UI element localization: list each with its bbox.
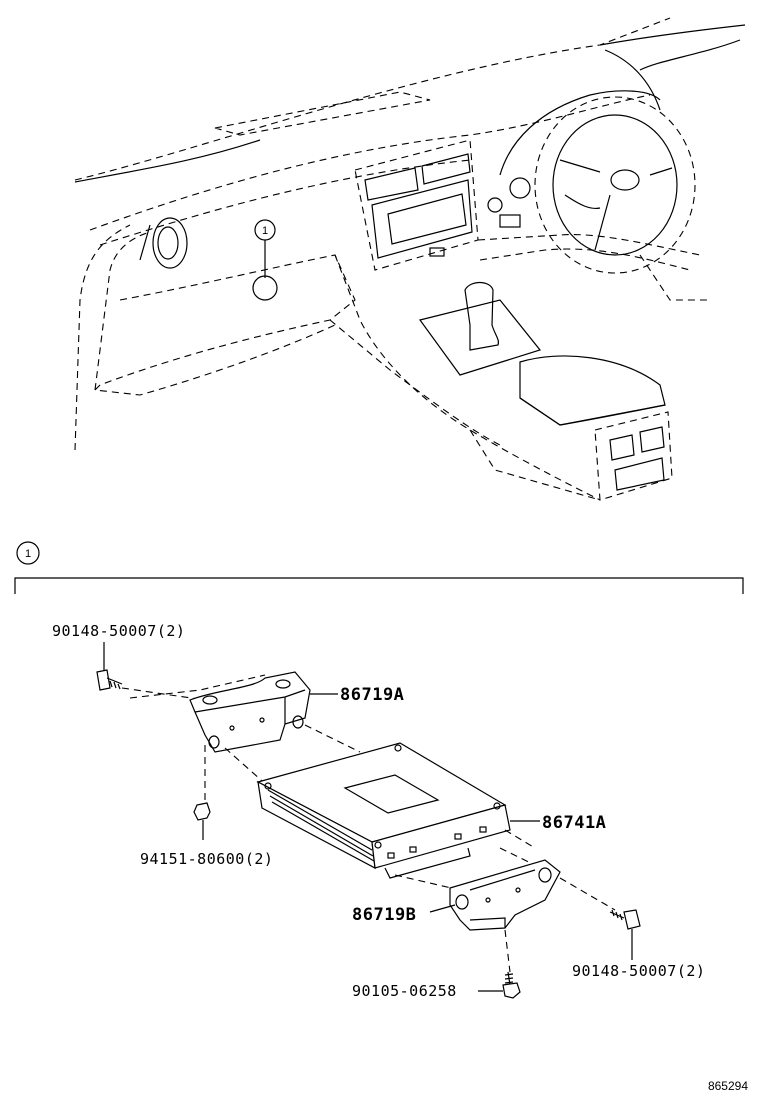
callout-marker: 1 <box>262 225 268 237</box>
bracket-86719A <box>189 671 311 753</box>
screw-bottom <box>478 971 521 999</box>
label-screw-bottom: 90105-06258 <box>352 982 457 1000</box>
exploded-view: 90148-50007(2) 86719A 94151-80600(2) <box>52 622 705 1000</box>
dashboard-illustration: 1 <box>74 17 746 501</box>
label-bolt-upper-left: 90148-50007(2) <box>52 622 185 640</box>
label-bracket-a: 86719A <box>340 685 404 705</box>
label-bracket-b: 86719B <box>352 905 416 925</box>
bolt-upper-left <box>96 642 123 691</box>
label-bolt-right: 90148-50007(2) <box>572 962 705 980</box>
label-nut: 94151-80600(2) <box>140 850 273 868</box>
label-ecu: 86741A <box>542 813 606 833</box>
bolt-right <box>609 909 641 960</box>
nut <box>193 802 211 840</box>
section-header: 1 <box>14 541 744 594</box>
bracket-86719B <box>449 859 561 931</box>
illustration-ref: 865294 <box>708 1079 748 1093</box>
ecu-86741A <box>256 742 511 879</box>
section-marker: 1 <box>25 548 31 560</box>
